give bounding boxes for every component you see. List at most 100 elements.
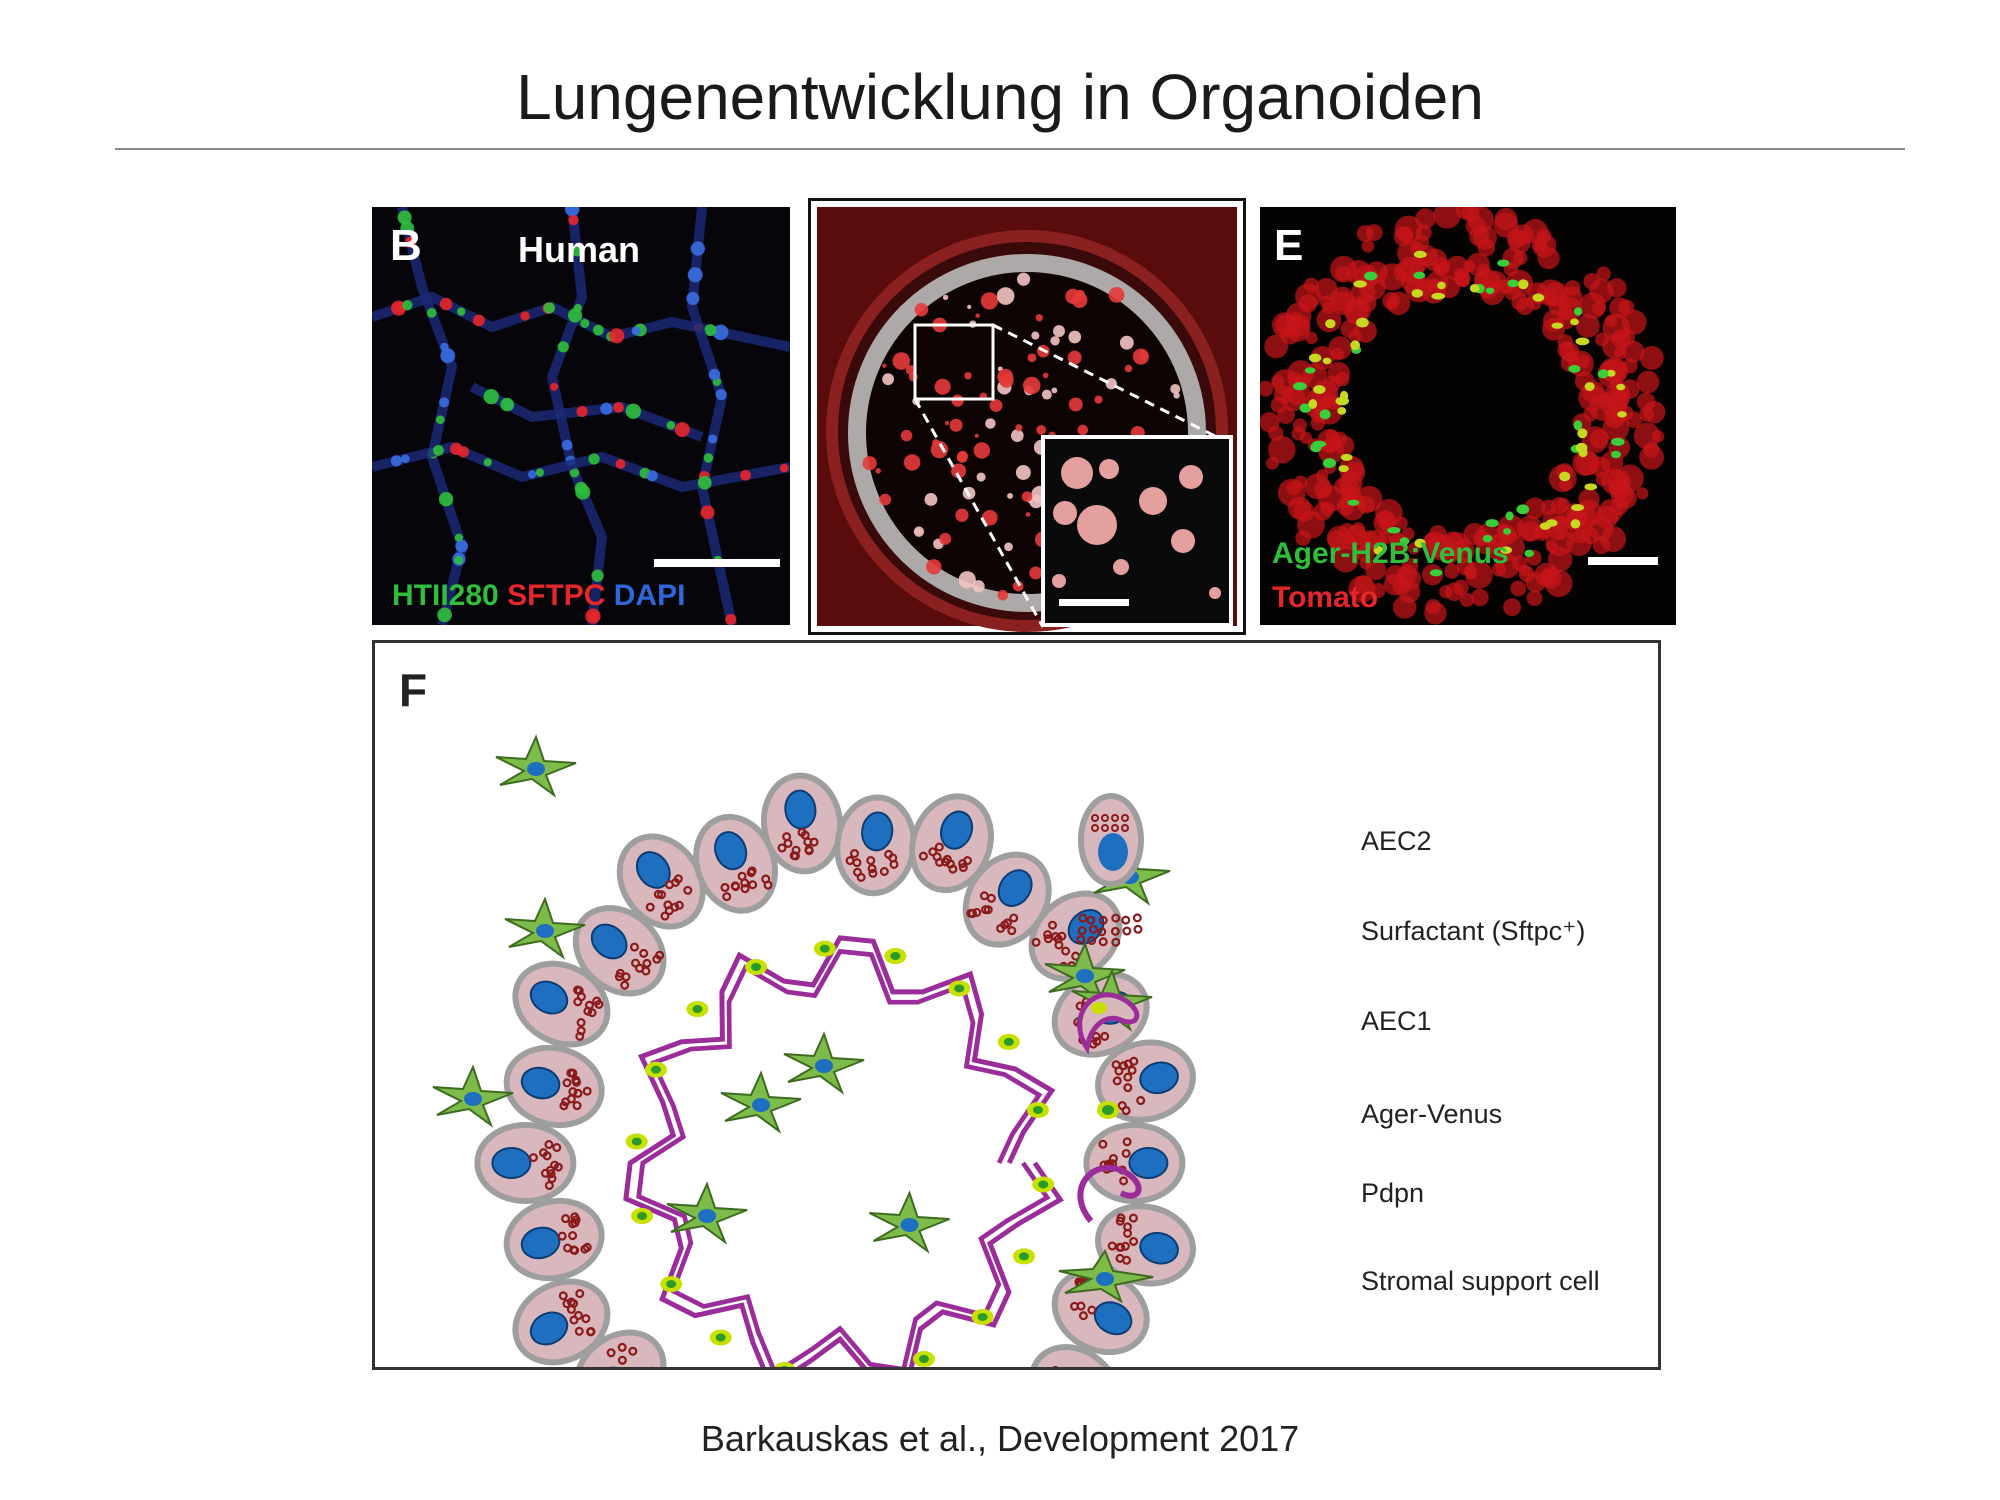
pdpn-membrane	[623, 935, 1064, 1367]
surfactant-icon	[1076, 913, 1143, 947]
organoid-zoom	[1139, 487, 1167, 515]
surfactant-granule	[576, 992, 586, 1002]
surfactant-granule	[559, 1101, 569, 1111]
surfactant-granule	[674, 900, 684, 910]
surfactant-granule	[1002, 918, 1012, 928]
tomato-cell	[1583, 273, 1601, 290]
aec2-icon-granule	[1111, 814, 1119, 822]
aec1-cell	[813, 940, 836, 957]
surfactant-granule	[561, 1214, 571, 1224]
venus-nucleus	[1414, 538, 1426, 548]
venus-nucleus	[1617, 411, 1627, 418]
surfactant-granule	[670, 902, 680, 912]
tomato-cell	[1277, 406, 1295, 425]
panel-c-image	[811, 201, 1243, 632]
venus-nucleus	[1503, 528, 1512, 535]
surfactant-granule	[571, 1075, 581, 1085]
tomato-cell	[1521, 521, 1542, 542]
tomato-cell	[1346, 259, 1372, 286]
aec1-nucleus	[1018, 1252, 1029, 1261]
panel-b-scale-bar	[654, 559, 780, 567]
organoid	[1025, 512, 1031, 517]
tomato-cell	[1357, 544, 1375, 563]
organoid	[955, 508, 969, 522]
tomato-cell	[1506, 228, 1527, 249]
surfactant-granule	[544, 1140, 554, 1150]
organoid	[926, 559, 942, 575]
organoid	[1138, 350, 1149, 360]
aec1-cell	[1012, 1248, 1035, 1265]
stained-cell	[439, 397, 450, 408]
tomato-cell	[1607, 278, 1627, 298]
tomato-cell	[1525, 571, 1547, 593]
surfactant-icon-granule	[1077, 926, 1087, 936]
surfactant-granule	[575, 1289, 585, 1299]
tomato-cell	[1335, 265, 1351, 281]
tomato-cell	[1313, 502, 1333, 521]
venus-nucleus	[1616, 383, 1626, 391]
venus-nucleus	[1597, 369, 1609, 379]
stained-cell	[576, 405, 588, 417]
stained-cell	[440, 348, 456, 364]
surfactant-granule	[889, 859, 899, 869]
ager-venus-dot-icon	[1097, 1101, 1119, 1119]
tomato-cell	[1444, 582, 1464, 602]
stained-cell	[557, 341, 569, 353]
surfactant-granule	[1098, 1139, 1108, 1149]
legend-label-aec2: AEC2	[1361, 826, 1432, 856]
aec2-nucleus	[714, 831, 748, 871]
surfactant-granule	[1123, 1072, 1133, 1082]
surfactant-granule	[958, 859, 968, 869]
aec2-cell	[760, 772, 844, 875]
surfactant-granule	[722, 892, 732, 902]
aec1-cell	[625, 1133, 648, 1150]
aec2-nucleus	[491, 1147, 532, 1179]
venus-nucleus	[1500, 546, 1512, 554]
surfactant-granule	[562, 1078, 572, 1088]
surfactant-granule	[566, 1094, 576, 1104]
tomato-cell	[1340, 319, 1359, 338]
stromal-cell	[1044, 941, 1126, 1005]
stained-cell	[646, 470, 658, 482]
surfactant-granule	[587, 1008, 597, 1018]
organoid	[942, 294, 949, 301]
organoid	[905, 364, 916, 375]
tomato-cell	[1595, 505, 1619, 529]
aec1-cell	[660, 1276, 683, 1293]
organoid-zoom	[1113, 559, 1129, 575]
organoid	[1094, 395, 1103, 404]
venus-nucleus	[1611, 450, 1621, 459]
stain-ager-venus: Ager-H2B:Venus	[1272, 537, 1509, 570]
stained-cell	[609, 328, 625, 344]
aec2-nucleus	[997, 869, 1033, 907]
surfactant-granule	[1121, 1106, 1131, 1116]
aec1-cell	[971, 1308, 994, 1325]
surfactant-granule	[546, 1169, 556, 1179]
organoid-zoom	[1077, 505, 1117, 545]
stained-cell	[571, 245, 583, 257]
surfactant-granule	[1119, 1061, 1129, 1071]
surfactant-granule	[800, 830, 810, 840]
organoid-zoom	[1171, 529, 1195, 553]
venus-nucleus	[1505, 511, 1514, 521]
tomato-cell	[1524, 497, 1546, 520]
aec2-cell	[1028, 890, 1123, 982]
organoid	[914, 303, 929, 317]
surfactant-granule	[592, 996, 602, 1006]
tomato-cell	[1543, 281, 1569, 307]
aec2-nucleus	[1128, 1147, 1169, 1179]
surfactant-granule	[746, 868, 756, 878]
aec1-nucleus	[692, 1005, 703, 1014]
inset-guide-line	[992, 323, 1232, 446]
organoid-zoom	[1061, 457, 1093, 489]
venus-nucleus	[1322, 357, 1332, 365]
tomato-cell	[1451, 539, 1475, 563]
organoid	[1015, 464, 1031, 480]
surfactant-icon-granule	[1086, 915, 1096, 925]
organoid	[1036, 424, 1047, 435]
organoid	[939, 532, 952, 545]
stained-cell	[625, 403, 642, 419]
stained-cell	[580, 318, 590, 329]
stained-cell	[543, 302, 556, 314]
stained-cell	[600, 402, 613, 415]
